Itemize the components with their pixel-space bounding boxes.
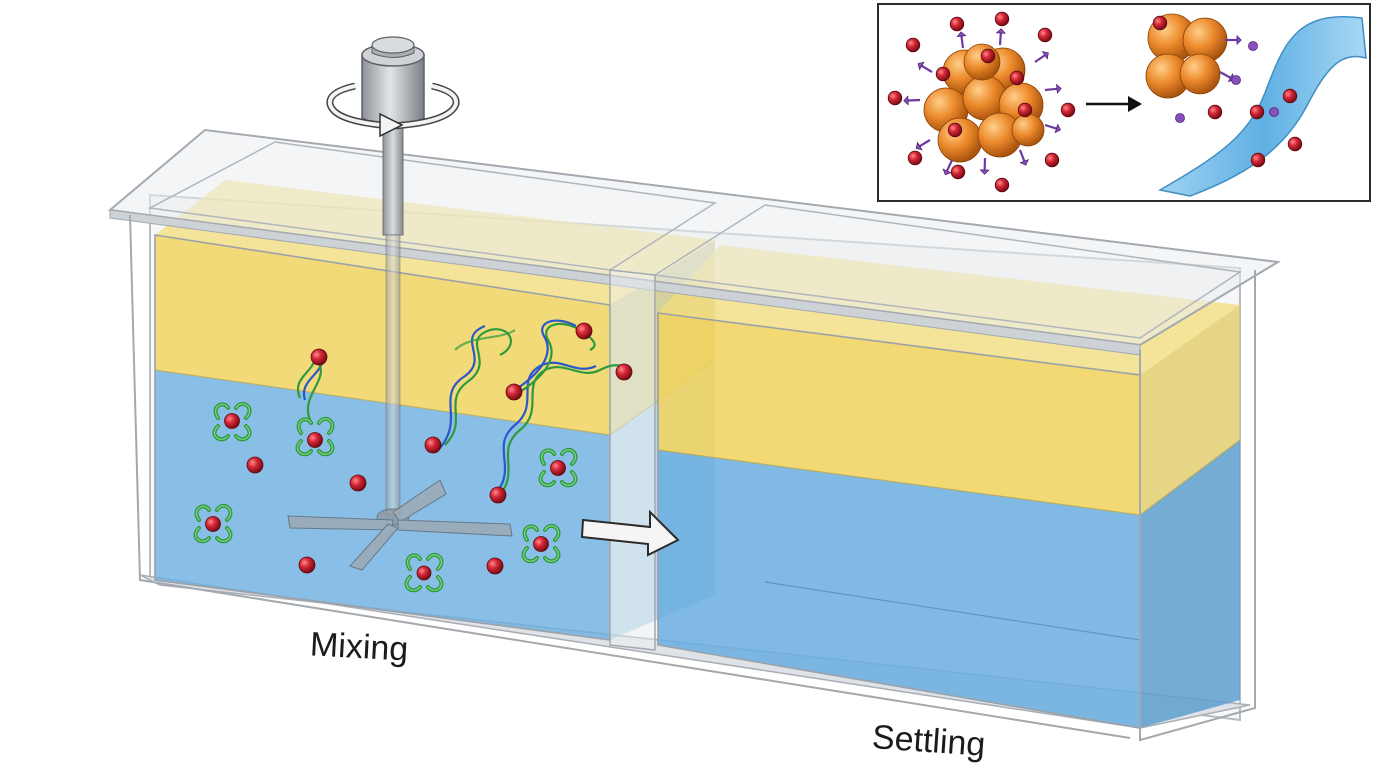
settling-label: Settling: [871, 718, 987, 765]
oil-particle: [506, 384, 522, 400]
oil-particle: [1045, 153, 1059, 167]
dispersant-free: [1270, 108, 1279, 117]
oil-particle: [417, 566, 431, 580]
oil-particle: [308, 433, 323, 448]
oil-particle: [1061, 103, 1075, 117]
oil-particle: [576, 323, 592, 339]
oil-particle: [888, 91, 902, 105]
oil-particle: [350, 475, 366, 491]
floc-sphere: [1012, 114, 1044, 146]
oil-particle: [995, 12, 1009, 26]
oil-particle: [948, 123, 962, 137]
oil-particle: [951, 165, 965, 179]
dispersant-free: [1249, 42, 1258, 51]
dispersant-free: [1176, 114, 1185, 123]
oil-particle: [616, 364, 632, 380]
oil-particle: [1251, 153, 1265, 167]
oil-particle: [1208, 105, 1222, 119]
oil-particle: [490, 487, 506, 503]
oil-particle: [908, 151, 922, 165]
oil-particle: [1153, 16, 1167, 30]
oil-particle: [425, 437, 441, 453]
oil-particle: [906, 38, 920, 52]
oil-particle: [1250, 105, 1264, 119]
oil-particle: [247, 457, 263, 473]
oil-particle: [206, 517, 221, 532]
floc-sphere: [964, 44, 1000, 80]
oil-particle: [225, 414, 240, 429]
oil-particle: [1018, 103, 1032, 117]
oil-particle: [1283, 89, 1297, 103]
oil-particle: [1288, 137, 1302, 151]
oil-particle: [487, 558, 503, 574]
oil-particle: [1038, 28, 1052, 42]
oil-particle: [981, 49, 995, 63]
oil-particle: [995, 178, 1009, 192]
oil-particle: [311, 349, 327, 365]
mixing-label: Mixing: [309, 625, 409, 669]
oil-particle: [1010, 71, 1024, 85]
oil-particle: [936, 67, 950, 81]
oil-particle: [551, 461, 566, 476]
mixer-motor-icon: [362, 37, 424, 126]
floc-sphere: [938, 118, 982, 162]
oil-particle: [299, 557, 315, 573]
floc-sphere: [1180, 54, 1220, 94]
dispersant-free: [1232, 76, 1241, 85]
oil-particle: [950, 17, 964, 31]
oil-particle: [534, 537, 549, 552]
